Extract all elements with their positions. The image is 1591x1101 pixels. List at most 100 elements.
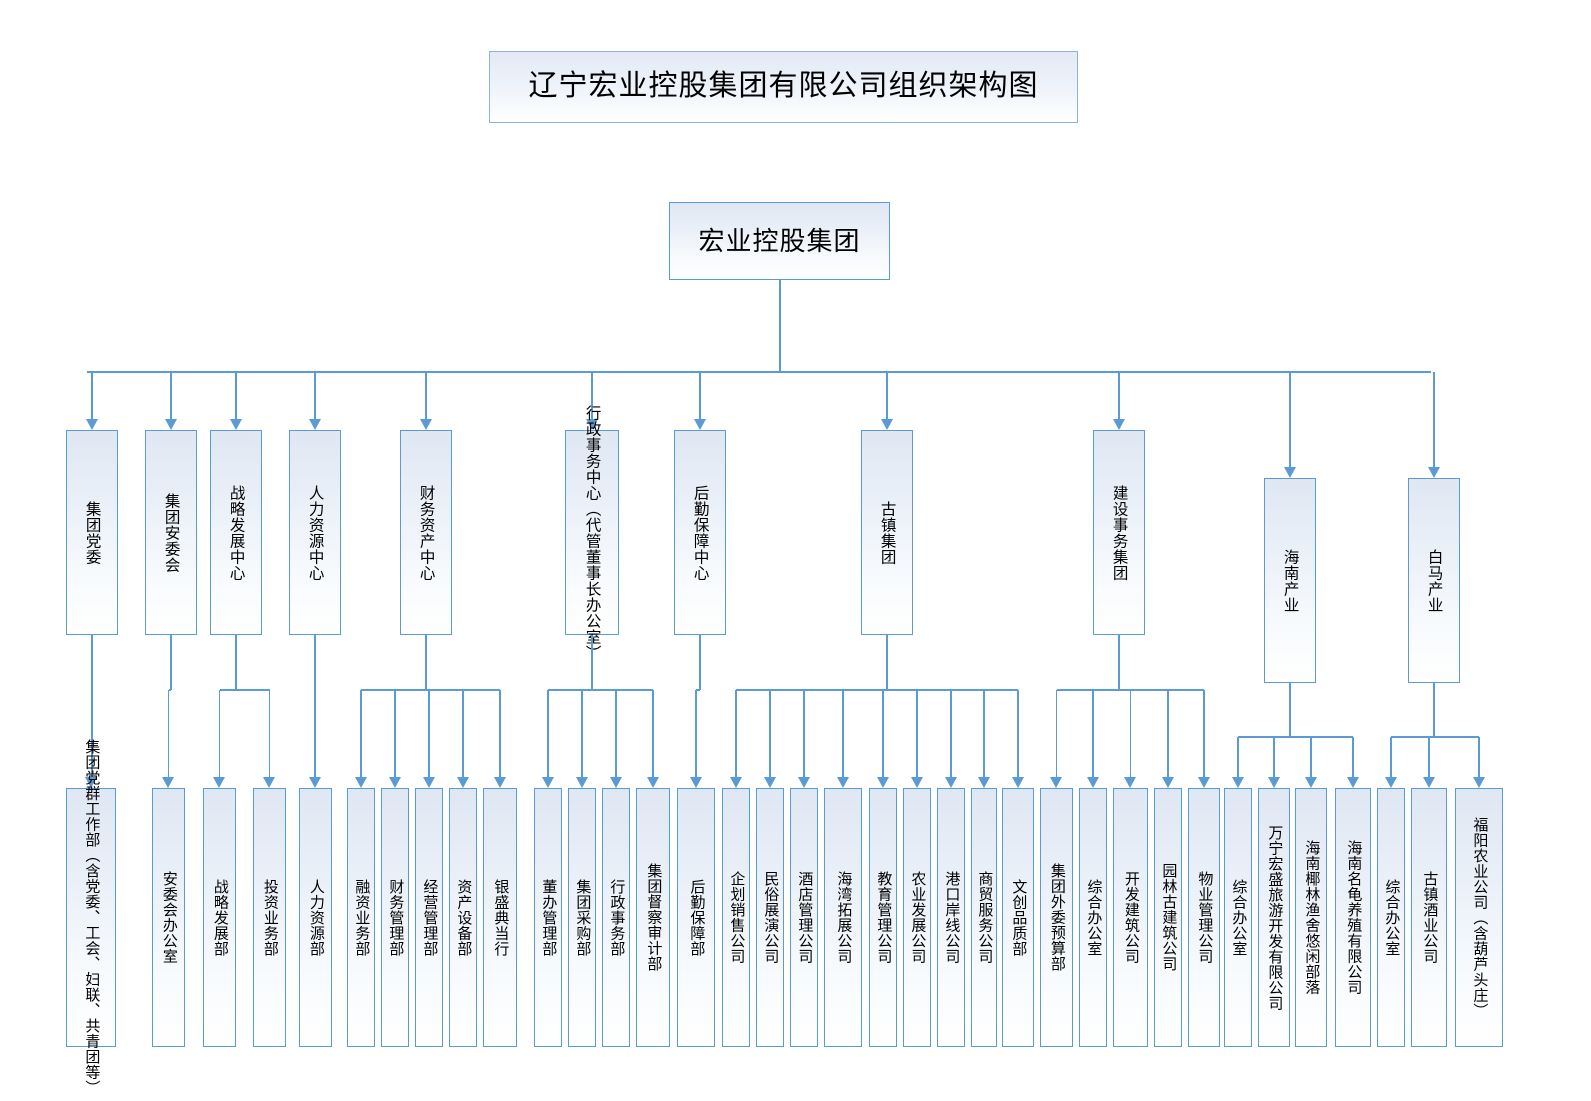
level3-box-3[interactable]: 投资业务部 bbox=[253, 788, 286, 1047]
level2-drop-line-guzhen bbox=[886, 372, 888, 419]
level3-drop-logistics bbox=[695, 690, 697, 777]
level2-box-baima[interactable]: 白马产业 bbox=[1408, 478, 1460, 683]
level3-box-30[interactable]: 万宁宏盛旅游开发有限公司 bbox=[1258, 788, 1290, 1047]
level3-box-7[interactable]: 经营管理部 bbox=[415, 788, 443, 1047]
level3-box-5[interactable]: 融资业务部 bbox=[347, 788, 375, 1047]
level3-box-31[interactable]: 海南椰林渔舍悠闲部落 bbox=[1295, 788, 1327, 1047]
level2-box-construct[interactable]: 建设事务集团 bbox=[1093, 430, 1145, 635]
level3-label: 民俗展演公司 bbox=[762, 871, 780, 964]
level2-label: 集团安委会 bbox=[162, 492, 180, 573]
level3-box-19[interactable]: 教育管理公司 bbox=[869, 788, 897, 1047]
level3-box-1[interactable]: 安委会办公室 bbox=[152, 788, 185, 1047]
level2-arrow-hainan bbox=[1283, 467, 1296, 478]
level3-box-22[interactable]: 商贸服务公司 bbox=[971, 788, 997, 1047]
level3-drop-construct-3 bbox=[1167, 690, 1169, 777]
level3-box-16[interactable]: 民俗展演公司 bbox=[756, 788, 784, 1047]
level3-drop-construct-2 bbox=[1129, 690, 1132, 777]
level3-label: 战略发展部 bbox=[211, 878, 229, 957]
level3-rail-logistics bbox=[696, 689, 700, 691]
level2-arrow-baima bbox=[1427, 467, 1440, 478]
level3-arrow-hr bbox=[309, 777, 321, 788]
level3-label: 资产设备部 bbox=[455, 878, 473, 957]
level3-drop-baima-0 bbox=[1390, 737, 1392, 777]
level3-box-27[interactable]: 园林古建筑公司 bbox=[1154, 788, 1182, 1047]
level3-box-23[interactable]: 文创品质部 bbox=[1002, 788, 1034, 1047]
level3-box-4[interactable]: 人力资源部 bbox=[299, 788, 332, 1047]
level3-arrow-guzhen-2 bbox=[797, 777, 810, 788]
level3-label: 开发建筑公司 bbox=[1122, 871, 1140, 964]
level3-label: 物业管理公司 bbox=[1196, 871, 1214, 964]
level2-box-guzhen[interactable]: 古镇集团 bbox=[861, 430, 913, 635]
level2-box-strategy[interactable]: 战略发展中心 bbox=[210, 430, 262, 635]
level3-box-26[interactable]: 开发建筑公司 bbox=[1113, 788, 1148, 1047]
level3-box-12[interactable]: 行政事务部 bbox=[602, 788, 630, 1047]
level3-drop-guzhen-4 bbox=[882, 690, 884, 777]
level3-drop-finance-3 bbox=[462, 690, 464, 777]
level3-box-33[interactable]: 综合办公室 bbox=[1377, 788, 1405, 1047]
level3-drop-party bbox=[91, 635, 93, 777]
level3-label: 港口岸线公司 bbox=[943, 871, 961, 964]
level2-label: 海南产业 bbox=[1281, 548, 1299, 613]
level3-box-6[interactable]: 财务管理部 bbox=[381, 788, 409, 1047]
level3-label: 集团党群工作部（含党委、工会、妇联、共青团等） bbox=[83, 739, 101, 1096]
level3-label: 财务管理部 bbox=[387, 878, 405, 957]
level2-box-logistics[interactable]: 后勤保障中心 bbox=[674, 430, 726, 635]
level3-label: 综合办公室 bbox=[1383, 878, 1401, 957]
level2-box-finance[interactable]: 财务资产中心 bbox=[400, 430, 452, 635]
level3-box-10[interactable]: 董办管理部 bbox=[534, 788, 562, 1047]
level3-label: 企划销售公司 bbox=[728, 871, 746, 964]
level3-box-9[interactable]: 银盛典当行 bbox=[483, 788, 517, 1047]
level3-label: 董办管理部 bbox=[540, 878, 558, 957]
level2-label: 人力资源中心 bbox=[306, 484, 324, 581]
level3-rail-guzhen bbox=[736, 689, 1018, 691]
level3-rail-admin bbox=[548, 689, 653, 691]
level3-box-21[interactable]: 港口岸线公司 bbox=[937, 788, 965, 1047]
level3-arrow-guzhen-7 bbox=[977, 777, 990, 788]
level3-arrow-construct-3 bbox=[1161, 777, 1174, 788]
level3-box-14[interactable]: 后勤保障部 bbox=[677, 788, 715, 1047]
level3-box-32[interactable]: 海南名龟养殖有限公司 bbox=[1335, 788, 1371, 1047]
level3-arrow-construct-2 bbox=[1124, 777, 1136, 788]
level3-box-35[interactable]: 福阳农业公司（含葫芦头庄） bbox=[1455, 788, 1503, 1047]
level2-box-party[interactable]: 集团党委 bbox=[66, 430, 118, 635]
level3-label: 经营管理部 bbox=[421, 878, 439, 957]
level3-label: 集团采购部 bbox=[574, 878, 592, 957]
level3-box-20[interactable]: 农业发展公司 bbox=[903, 788, 931, 1047]
level2-box-admin[interactable]: 行政事务中心（代管董事长办公室） bbox=[565, 405, 619, 661]
level3-stem-hainan bbox=[1288, 683, 1292, 737]
level3-label: 酒店管理公司 bbox=[796, 871, 814, 964]
level2-box-hr[interactable]: 人力资源中心 bbox=[289, 430, 341, 635]
level3-box-17[interactable]: 酒店管理公司 bbox=[790, 788, 818, 1047]
level3-rail-strategy bbox=[219, 689, 270, 691]
level3-drop-admin-0 bbox=[547, 690, 549, 777]
level3-box-24[interactable]: 集团外委预算部 bbox=[1040, 788, 1073, 1047]
level3-box-34[interactable]: 古镇酒业公司 bbox=[1411, 788, 1447, 1047]
level2-arrow-admin bbox=[585, 419, 598, 430]
level3-box-15[interactable]: 企划销售公司 bbox=[722, 788, 750, 1047]
level3-box-29[interactable]: 综合办公室 bbox=[1224, 788, 1252, 1047]
level2-drop-line-admin bbox=[591, 372, 593, 419]
level2-label: 古镇集团 bbox=[878, 500, 896, 565]
level2-drop-line-logistics bbox=[699, 372, 701, 419]
level3-arrow-baima-2 bbox=[1472, 777, 1485, 788]
level3-box-13[interactable]: 集团督察审计部 bbox=[636, 788, 670, 1047]
level3-box-8[interactable]: 资产设备部 bbox=[449, 788, 477, 1047]
level2-drop-line-finance bbox=[425, 372, 427, 419]
root-node-box[interactable]: 宏业控股集团 bbox=[669, 202, 890, 280]
root-stem-line bbox=[778, 280, 782, 372]
level2-arrow-construct bbox=[1112, 419, 1125, 430]
level3-box-28[interactable]: 物业管理公司 bbox=[1188, 788, 1220, 1047]
level3-box-25[interactable]: 综合办公室 bbox=[1079, 788, 1107, 1047]
level3-arrow-guzhen-3 bbox=[836, 777, 849, 788]
level2-box-safety[interactable]: 集团安委会 bbox=[145, 430, 197, 635]
level3-box-18[interactable]: 海湾拓展公司 bbox=[824, 788, 862, 1047]
level3-arrow-guzhen-4 bbox=[876, 777, 889, 788]
level3-box-2[interactable]: 战略发展部 bbox=[203, 788, 236, 1047]
level2-label: 后勤保障中心 bbox=[691, 484, 709, 581]
level2-box-hainan[interactable]: 海南产业 bbox=[1264, 478, 1316, 683]
level3-box-11[interactable]: 集团采购部 bbox=[568, 788, 596, 1047]
level2-arrow-logistics bbox=[693, 419, 706, 430]
level3-arrow-hainan-3 bbox=[1346, 777, 1359, 788]
level3-rail-finance bbox=[361, 689, 500, 691]
level3-box-0[interactable]: 集团党群工作部（含党委、工会、妇联、共青团等） bbox=[66, 739, 116, 1096]
